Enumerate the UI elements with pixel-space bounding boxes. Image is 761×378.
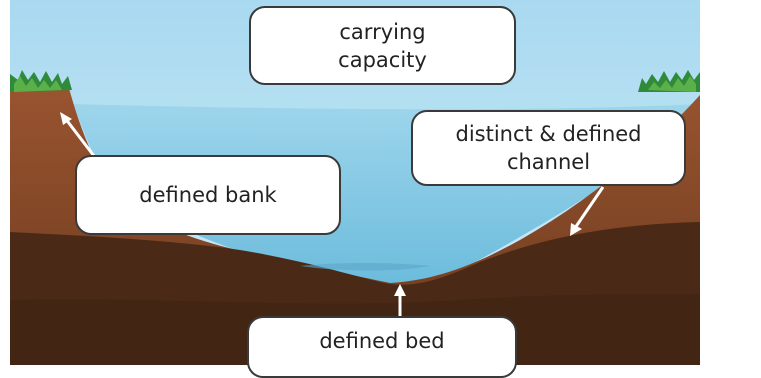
bed-water-sheen	[300, 263, 430, 271]
distinct-defined-channel-text: distinct & defined channel	[455, 122, 642, 174]
water-highlight	[70, 98, 700, 110]
carrying-capacity-label: carrying capacity	[249, 6, 516, 85]
left-grass-light	[14, 76, 62, 92]
carrying-capacity-text: carrying capacity	[338, 19, 427, 72]
right-grass-light	[648, 76, 696, 92]
defined-bank-text: defined bank	[139, 183, 277, 207]
distinct-defined-channel-label: distinct & defined channel	[411, 110, 686, 186]
bed-arrow	[394, 284, 406, 316]
defined-bank-label: defined bank	[75, 155, 341, 235]
defined-bed-label: defined bed	[247, 316, 517, 378]
bank-arrow	[60, 112, 96, 157]
channel-arrow	[570, 186, 605, 236]
defined-bed-text: defined bed	[319, 329, 445, 353]
